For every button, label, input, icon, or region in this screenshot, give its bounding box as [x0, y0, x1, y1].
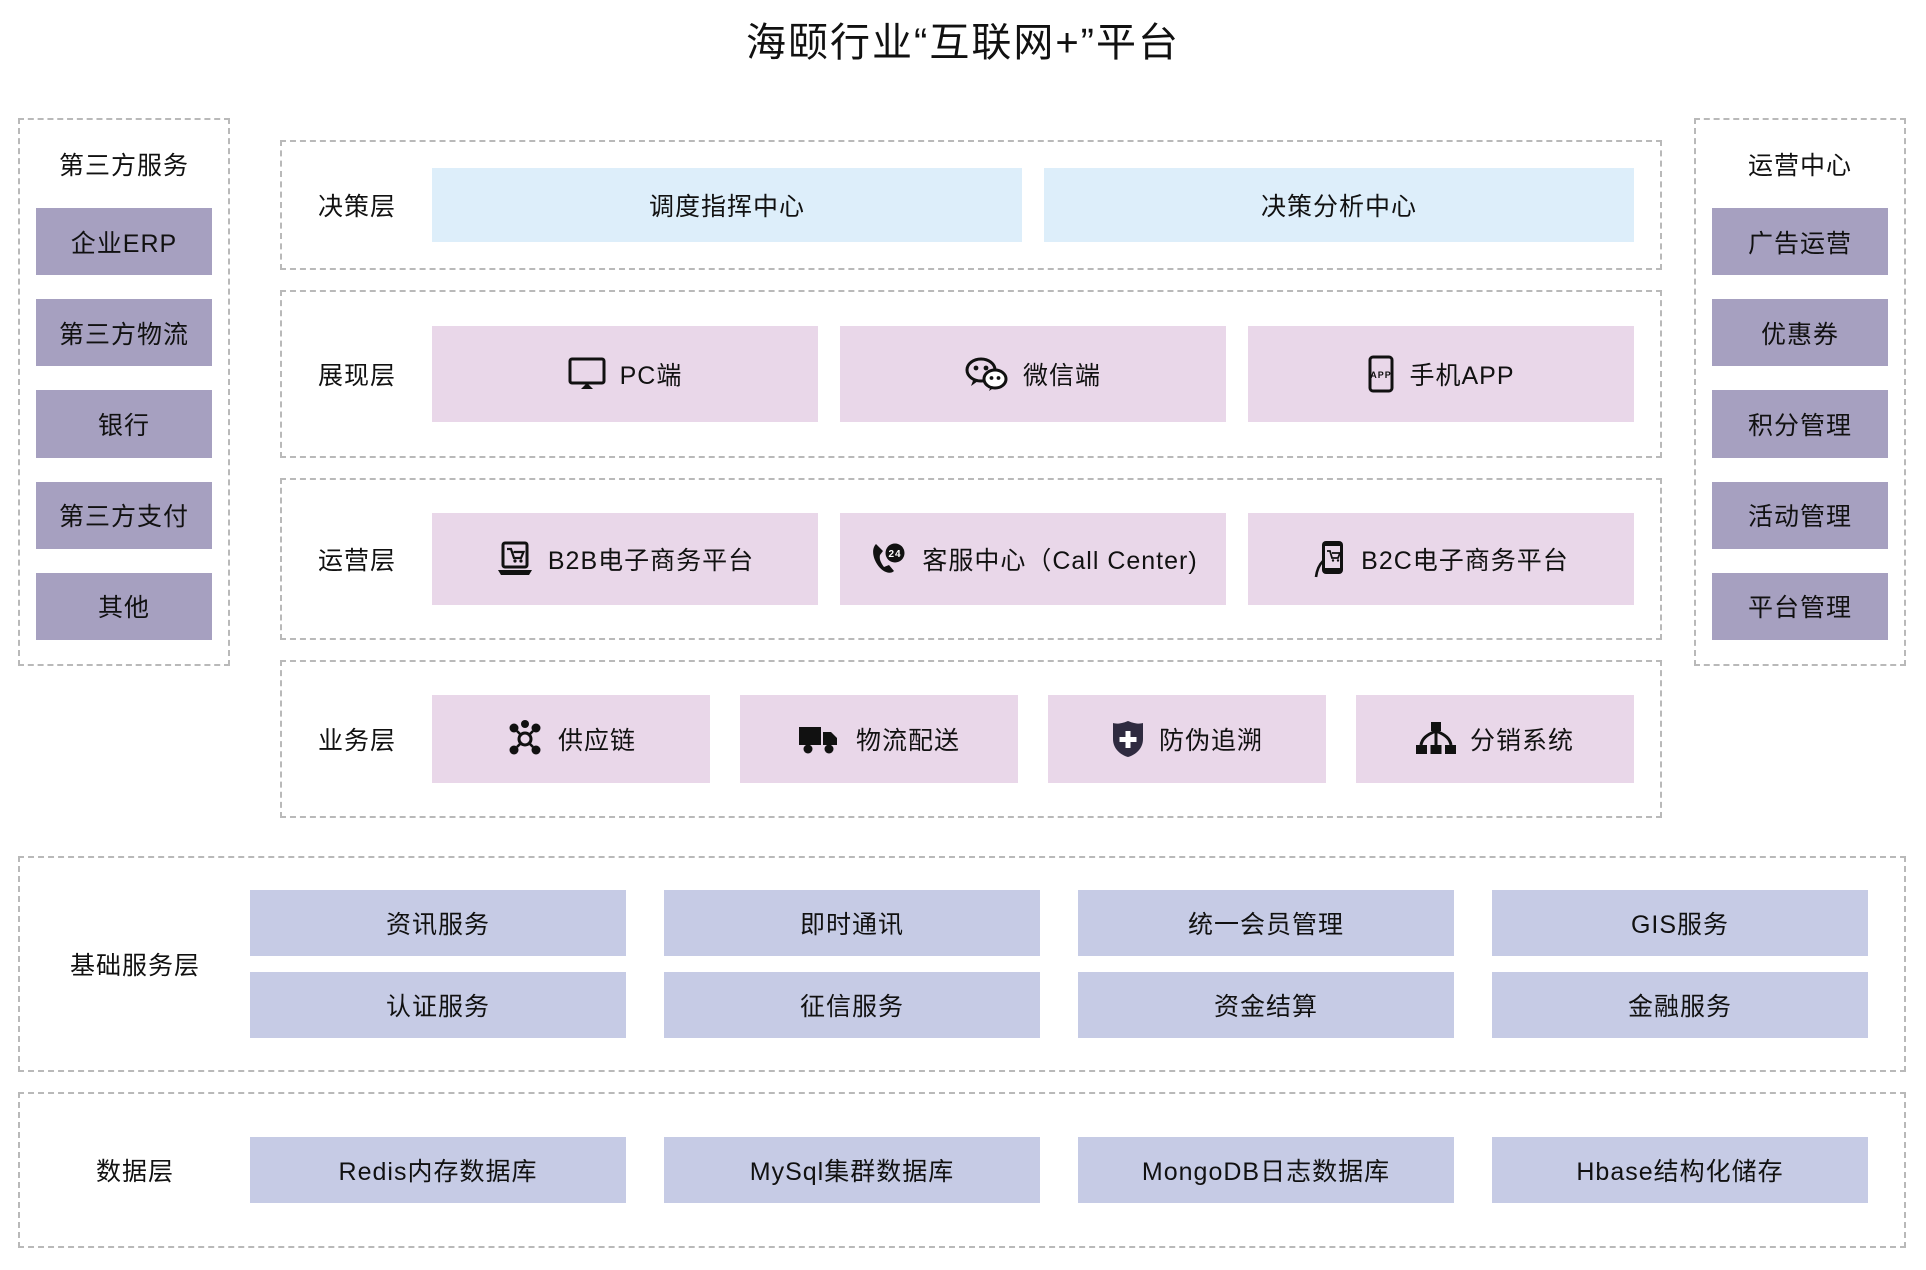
- operation-layer-label: 运营层: [317, 547, 396, 575]
- cell-label: 客服中心（Call Center): [922, 547, 1198, 575]
- side-chip-campaign-management[interactable]: 活动管理: [1712, 481, 1888, 549]
- cell-label: 决策分析中心: [1260, 193, 1417, 221]
- cell-wechat-terminal[interactable]: 微信端: [840, 326, 1226, 422]
- presentation-layer-panel: 展现层 PC端: [280, 290, 1662, 458]
- side-chip-points-management[interactable]: 积分管理: [1712, 390, 1888, 458]
- base-service-layer-band: 基础服务层 资讯服务 即时通讯 统一会员管理 GIS服务 认证服务 征信服务 资…: [18, 856, 1906, 1072]
- cell-label: 手机APP: [1409, 362, 1515, 390]
- wechat-icon: [965, 357, 1009, 391]
- tile-gis-service[interactable]: GIS服务: [1492, 890, 1868, 956]
- operation-center-panel: 运营中心 广告运营 优惠券 积分管理 活动管理 平台管理: [1694, 118, 1906, 666]
- truck-icon: [798, 723, 842, 755]
- tile-mongodb-log-db[interactable]: MongoDB日志数据库: [1078, 1137, 1454, 1203]
- cell-b2c-ecommerce-platform[interactable]: B2C电子商务平台: [1248, 513, 1634, 605]
- cell-label: 物流配送: [855, 727, 960, 755]
- business-layer-label: 业务层: [317, 727, 396, 755]
- tile-financial-service[interactable]: 金融服务: [1492, 972, 1868, 1038]
- side-chip-third-party-payment[interactable]: 第三方支付: [36, 481, 212, 549]
- phone-cart-icon: [1313, 539, 1347, 579]
- supply-chain-icon: [506, 720, 544, 758]
- cell-mobile-app[interactable]: APP 手机APP: [1248, 326, 1634, 422]
- monitor-icon: [568, 357, 606, 391]
- tile-mysql-cluster-db[interactable]: MySql集群数据库: [664, 1137, 1040, 1203]
- operation-center-title: 运营中心: [1747, 152, 1852, 180]
- cell-label: 防伪追溯: [1158, 727, 1263, 755]
- cell-label: 微信端: [1022, 362, 1101, 390]
- tile-fund-settlement[interactable]: 资金结算: [1078, 972, 1454, 1038]
- cell-label: B2C电子商务平台: [1361, 547, 1569, 575]
- phone-24-icon: 24: [868, 540, 908, 578]
- data-layer-band: 数据层 Redis内存数据库 MySql集群数据库 MongoDB日志数据库 H…: [18, 1092, 1906, 1248]
- tile-authentication-service[interactable]: 认证服务: [250, 972, 626, 1038]
- svg-text:24: 24: [889, 549, 902, 560]
- svg-text:APP: APP: [1371, 370, 1393, 380]
- side-chip-ad-operation[interactable]: 广告运营: [1712, 208, 1888, 276]
- third-party-services-title: 第三方服务: [58, 152, 189, 180]
- third-party-services-panel: 第三方服务 企业ERP 第三方物流 银行 第三方支付 其他: [18, 118, 230, 666]
- tile-credit-service[interactable]: 征信服务: [664, 972, 1040, 1038]
- cell-anti-counterfeit-traceability[interactable]: 防伪追溯: [1048, 695, 1326, 783]
- side-chip-enterprise-erp[interactable]: 企业ERP: [36, 208, 212, 276]
- side-chip-coupon[interactable]: 优惠券: [1712, 299, 1888, 367]
- side-chip-third-party-logistics[interactable]: 第三方物流: [36, 299, 212, 367]
- mobile-app-icon: APP: [1367, 355, 1395, 393]
- base-service-layer-label: 基础服务层: [69, 952, 200, 980]
- laptop-cart-icon: [496, 540, 534, 578]
- tile-instant-messaging[interactable]: 即时通讯: [664, 890, 1040, 956]
- cell-label: PC端: [619, 362, 683, 390]
- cell-customer-service-center[interactable]: 24 客服中心（Call Center): [840, 513, 1226, 605]
- shield-icon: [1111, 719, 1145, 759]
- cell-label: 调度指挥中心: [648, 193, 805, 221]
- side-chip-other[interactable]: 其他: [36, 572, 212, 641]
- decision-layer-label: 决策层: [317, 193, 396, 221]
- cell-label: B2B电子商务平台: [547, 547, 755, 575]
- cell-pc-terminal[interactable]: PC端: [432, 326, 818, 422]
- cell-decision-analysis-center[interactable]: 决策分析中心: [1044, 168, 1634, 242]
- cell-logistics-delivery[interactable]: 物流配送: [740, 695, 1018, 783]
- cell-dispatch-command-center[interactable]: 调度指挥中心: [432, 168, 1022, 242]
- cell-b2b-ecommerce-platform[interactable]: B2B电子商务平台: [432, 513, 818, 605]
- side-chip-bank[interactable]: 银行: [36, 390, 212, 458]
- presentation-layer-label: 展现层: [317, 362, 396, 390]
- tile-redis-memory-db[interactable]: Redis内存数据库: [250, 1137, 626, 1203]
- cell-distribution-system[interactable]: 分销系统: [1356, 695, 1634, 783]
- hierarchy-icon: [1415, 721, 1456, 757]
- tile-information-service[interactable]: 资讯服务: [250, 890, 626, 956]
- side-chip-platform-management[interactable]: 平台管理: [1712, 572, 1888, 641]
- cell-label: 分销系统: [1469, 727, 1574, 755]
- cell-label: 供应链: [557, 727, 636, 755]
- business-layer-panel: 业务层 供应链: [280, 660, 1662, 818]
- decision-layer-panel: 决策层 调度指挥中心 决策分析中心: [280, 140, 1662, 270]
- page-title: 海颐行业“互联网+”平台: [746, 21, 1180, 65]
- tile-hbase-structured-storage[interactable]: Hbase结构化储存: [1492, 1137, 1868, 1203]
- cell-supply-chain[interactable]: 供应链: [432, 695, 710, 783]
- operation-layer-panel: 运营层 B2B电子商务平台 24 客服: [280, 478, 1662, 640]
- data-layer-label: 数据层: [95, 1158, 174, 1186]
- tile-unified-member-management[interactable]: 统一会员管理: [1078, 890, 1454, 956]
